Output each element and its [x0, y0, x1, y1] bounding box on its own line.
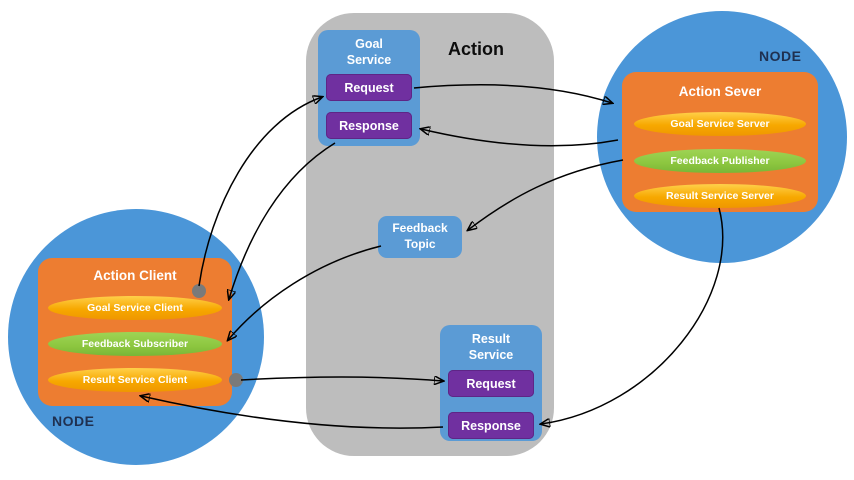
result-client-connection-dot [229, 373, 243, 387]
node-client-label: NODE [52, 413, 95, 429]
goal-service-request: Request [326, 74, 412, 101]
goal-client-connection-dot [192, 284, 206, 298]
action-server-box: Action Sever Goal Service Server Feedbac… [622, 72, 818, 212]
node-server-label: NODE [759, 48, 802, 64]
pill-feedback-publisher: Feedback Publisher [634, 149, 806, 173]
pill-goal-service-server: Goal Service Server [634, 112, 806, 136]
action-server-title: Action Sever [678, 84, 762, 99]
result-service-response: Response [448, 412, 534, 439]
result-service-title: Result Service [468, 332, 514, 363]
goal-service-box: Goal Service Request Response [318, 30, 420, 146]
pill-feedback-subscriber: Feedback Subscriber [48, 332, 222, 356]
feedback-topic-box: Feedback Topic [378, 216, 462, 258]
action-client-title: Action Client [93, 268, 177, 283]
result-service-box: Result Service Request Response [440, 325, 542, 441]
action-panel-title: Action [448, 39, 504, 59]
result-service-request: Request [448, 370, 534, 397]
goal-service-title: Goal Service [346, 37, 392, 68]
pill-goal-service-client: Goal Service Client [48, 296, 222, 320]
pill-result-service-server: Result Service Server [634, 184, 806, 208]
goal-service-response: Response [326, 112, 412, 139]
action-client-box: Action Client Goal Service Client Feedba… [38, 258, 232, 406]
pill-result-service-client: Result Service Client [48, 368, 222, 392]
